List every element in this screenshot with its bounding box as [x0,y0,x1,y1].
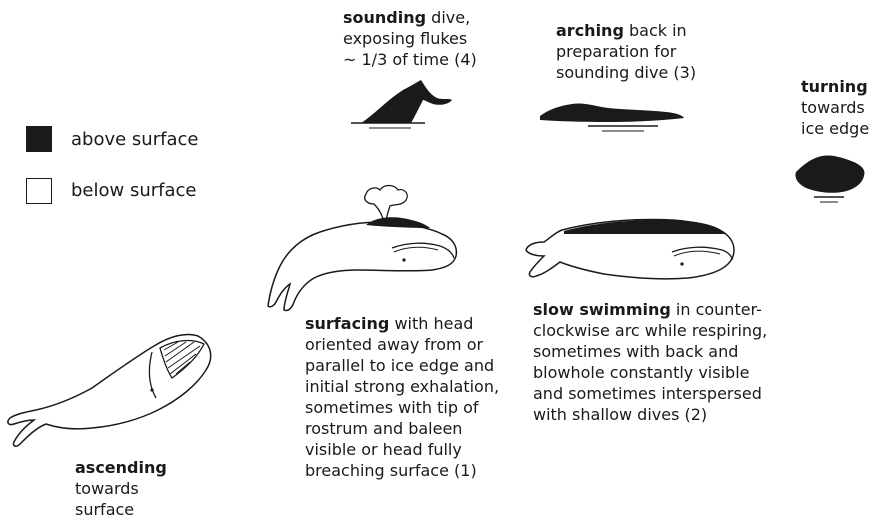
slow-swimming-label-bold: slow swimming [533,300,671,319]
slow-swimming-whale-illustration [522,212,742,294]
slow-swimming-label-line-1: in counter- [671,300,762,319]
legend-above-swatch [26,126,52,152]
turning-shape [795,155,864,192]
arching-label-bold: arching [556,21,624,40]
surfacing-label-line-1: with head [389,314,473,333]
arching-label: arching back in preparation for sounding… [556,20,696,83]
flukes-shape [361,80,452,123]
sounding-label-bold: sounding [343,8,426,27]
turning-label-line-2: ice edge [801,119,869,138]
surfacing-label-line-4: initial strong exhalation, [305,377,499,396]
surfacing-label-line-7: visible or head fully [305,440,462,459]
slow-swimming-label: slow swimming in counter- clockwise arc … [533,299,767,425]
slow-swimming-label-line-3: sometimes with back and [533,342,738,361]
turning-illustration [792,150,868,214]
surfacing-whale-body [268,222,456,311]
slow-swimming-label-line-5: and sometimes interspersed [533,384,762,403]
slow-swimming-above-surface [564,220,726,234]
surfacing-label-line-2: oriented away from or [305,335,483,354]
turning-label: turning towards ice edge [801,76,869,139]
legend-below-swatch [26,178,52,204]
slow-swimming-label-line-4: blowhole constantly visible [533,363,749,382]
arching-back-illustration [538,96,688,136]
surfacing-label: surfacing with head oriented away from o… [305,313,499,481]
surfacing-label-line-5: sometimes with tip of [305,398,479,417]
sounding-label: sounding dive, exposing flukes ~ 1/3 of … [343,7,477,70]
ascending-label-bold: ascending [75,458,167,477]
surfacing-whale-illustration [262,180,462,316]
surfacing-label-line-8: breaching surface (1) [305,461,477,480]
surfacing-label-bold: surfacing [305,314,389,333]
turning-label-line-1: towards [801,98,865,117]
legend-above-label: above surface [71,129,198,151]
turning-label-bold: turning [801,77,868,96]
ascending-label-line-2: surface [75,500,134,519]
sounding-label-line-3: ~ 1/3 of time (4) [343,50,477,69]
arching-label-line-1: back in [624,21,687,40]
spout-icon [365,186,408,223]
slow-swimming-label-line-2: clockwise arc while respiring, [533,321,767,340]
surfacing-label-line-3: parallel to ice edge and [305,356,494,375]
ascending-label: ascending towards surface [75,457,167,520]
ascending-label-line-1: towards [75,479,139,498]
slow-swimming-label-line-6: with shallow dives (2) [533,405,707,424]
arching-label-line-2: preparation for [556,42,676,61]
surfacing-label-line-6: rostrum and baleen [305,419,462,438]
legend-below-label: below surface [71,180,196,202]
sounding-flukes-illustration [345,78,455,134]
ascending-whale-illustration [2,328,222,452]
sounding-label-line-2: exposing flukes [343,29,467,48]
arching-shape [540,103,684,122]
arching-label-line-3: sounding dive (3) [556,63,696,82]
sounding-label-line-1: dive, [426,8,470,27]
